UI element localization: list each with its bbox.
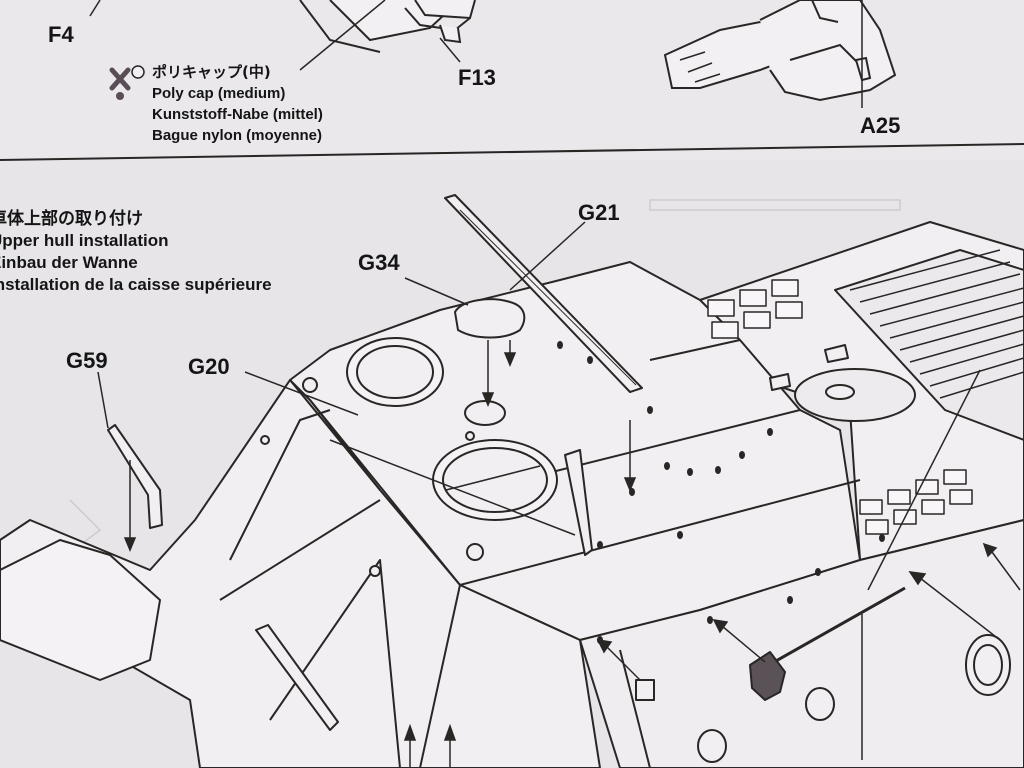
upper-hull-drawing bbox=[0, 194, 1024, 768]
part-label-g20: G20 bbox=[188, 354, 230, 379]
poly-cap-fr: Bague nylon (moyenne) bbox=[152, 127, 323, 144]
poly-cap-de: Kunststoff-Nabe (mittel) bbox=[152, 106, 323, 123]
step-title-de: Einbau der Wanne bbox=[0, 253, 138, 272]
part-label-g59: G59 bbox=[66, 348, 108, 373]
poly-cap-icon bbox=[109, 65, 145, 100]
step-title-en: Upper hull installation bbox=[0, 231, 169, 250]
part-label-f13: F13 bbox=[458, 65, 496, 90]
poly-cap-en: Poly cap (medium) bbox=[152, 85, 286, 102]
part-label-g21: G21 bbox=[578, 200, 620, 225]
part-label-g34: G34 bbox=[358, 250, 400, 275]
part-label-a25: A25 bbox=[860, 113, 901, 138]
section-divider bbox=[0, 143, 1024, 161]
poly-cap-legend: ポリキャップ(中) Poly cap (medium) Kunststoff-N… bbox=[152, 62, 323, 146]
poly-cap-ja: ポリキャップ(中) bbox=[152, 63, 271, 81]
step-title-fr: Installation de la caisse supérieure bbox=[0, 275, 272, 294]
step-title-ja: 車体上部の取り付け bbox=[0, 209, 143, 229]
part-label-f4: F4 bbox=[48, 22, 74, 47]
step-title: 車体上部の取り付け Upper hull installation Einbau… bbox=[0, 208, 272, 296]
